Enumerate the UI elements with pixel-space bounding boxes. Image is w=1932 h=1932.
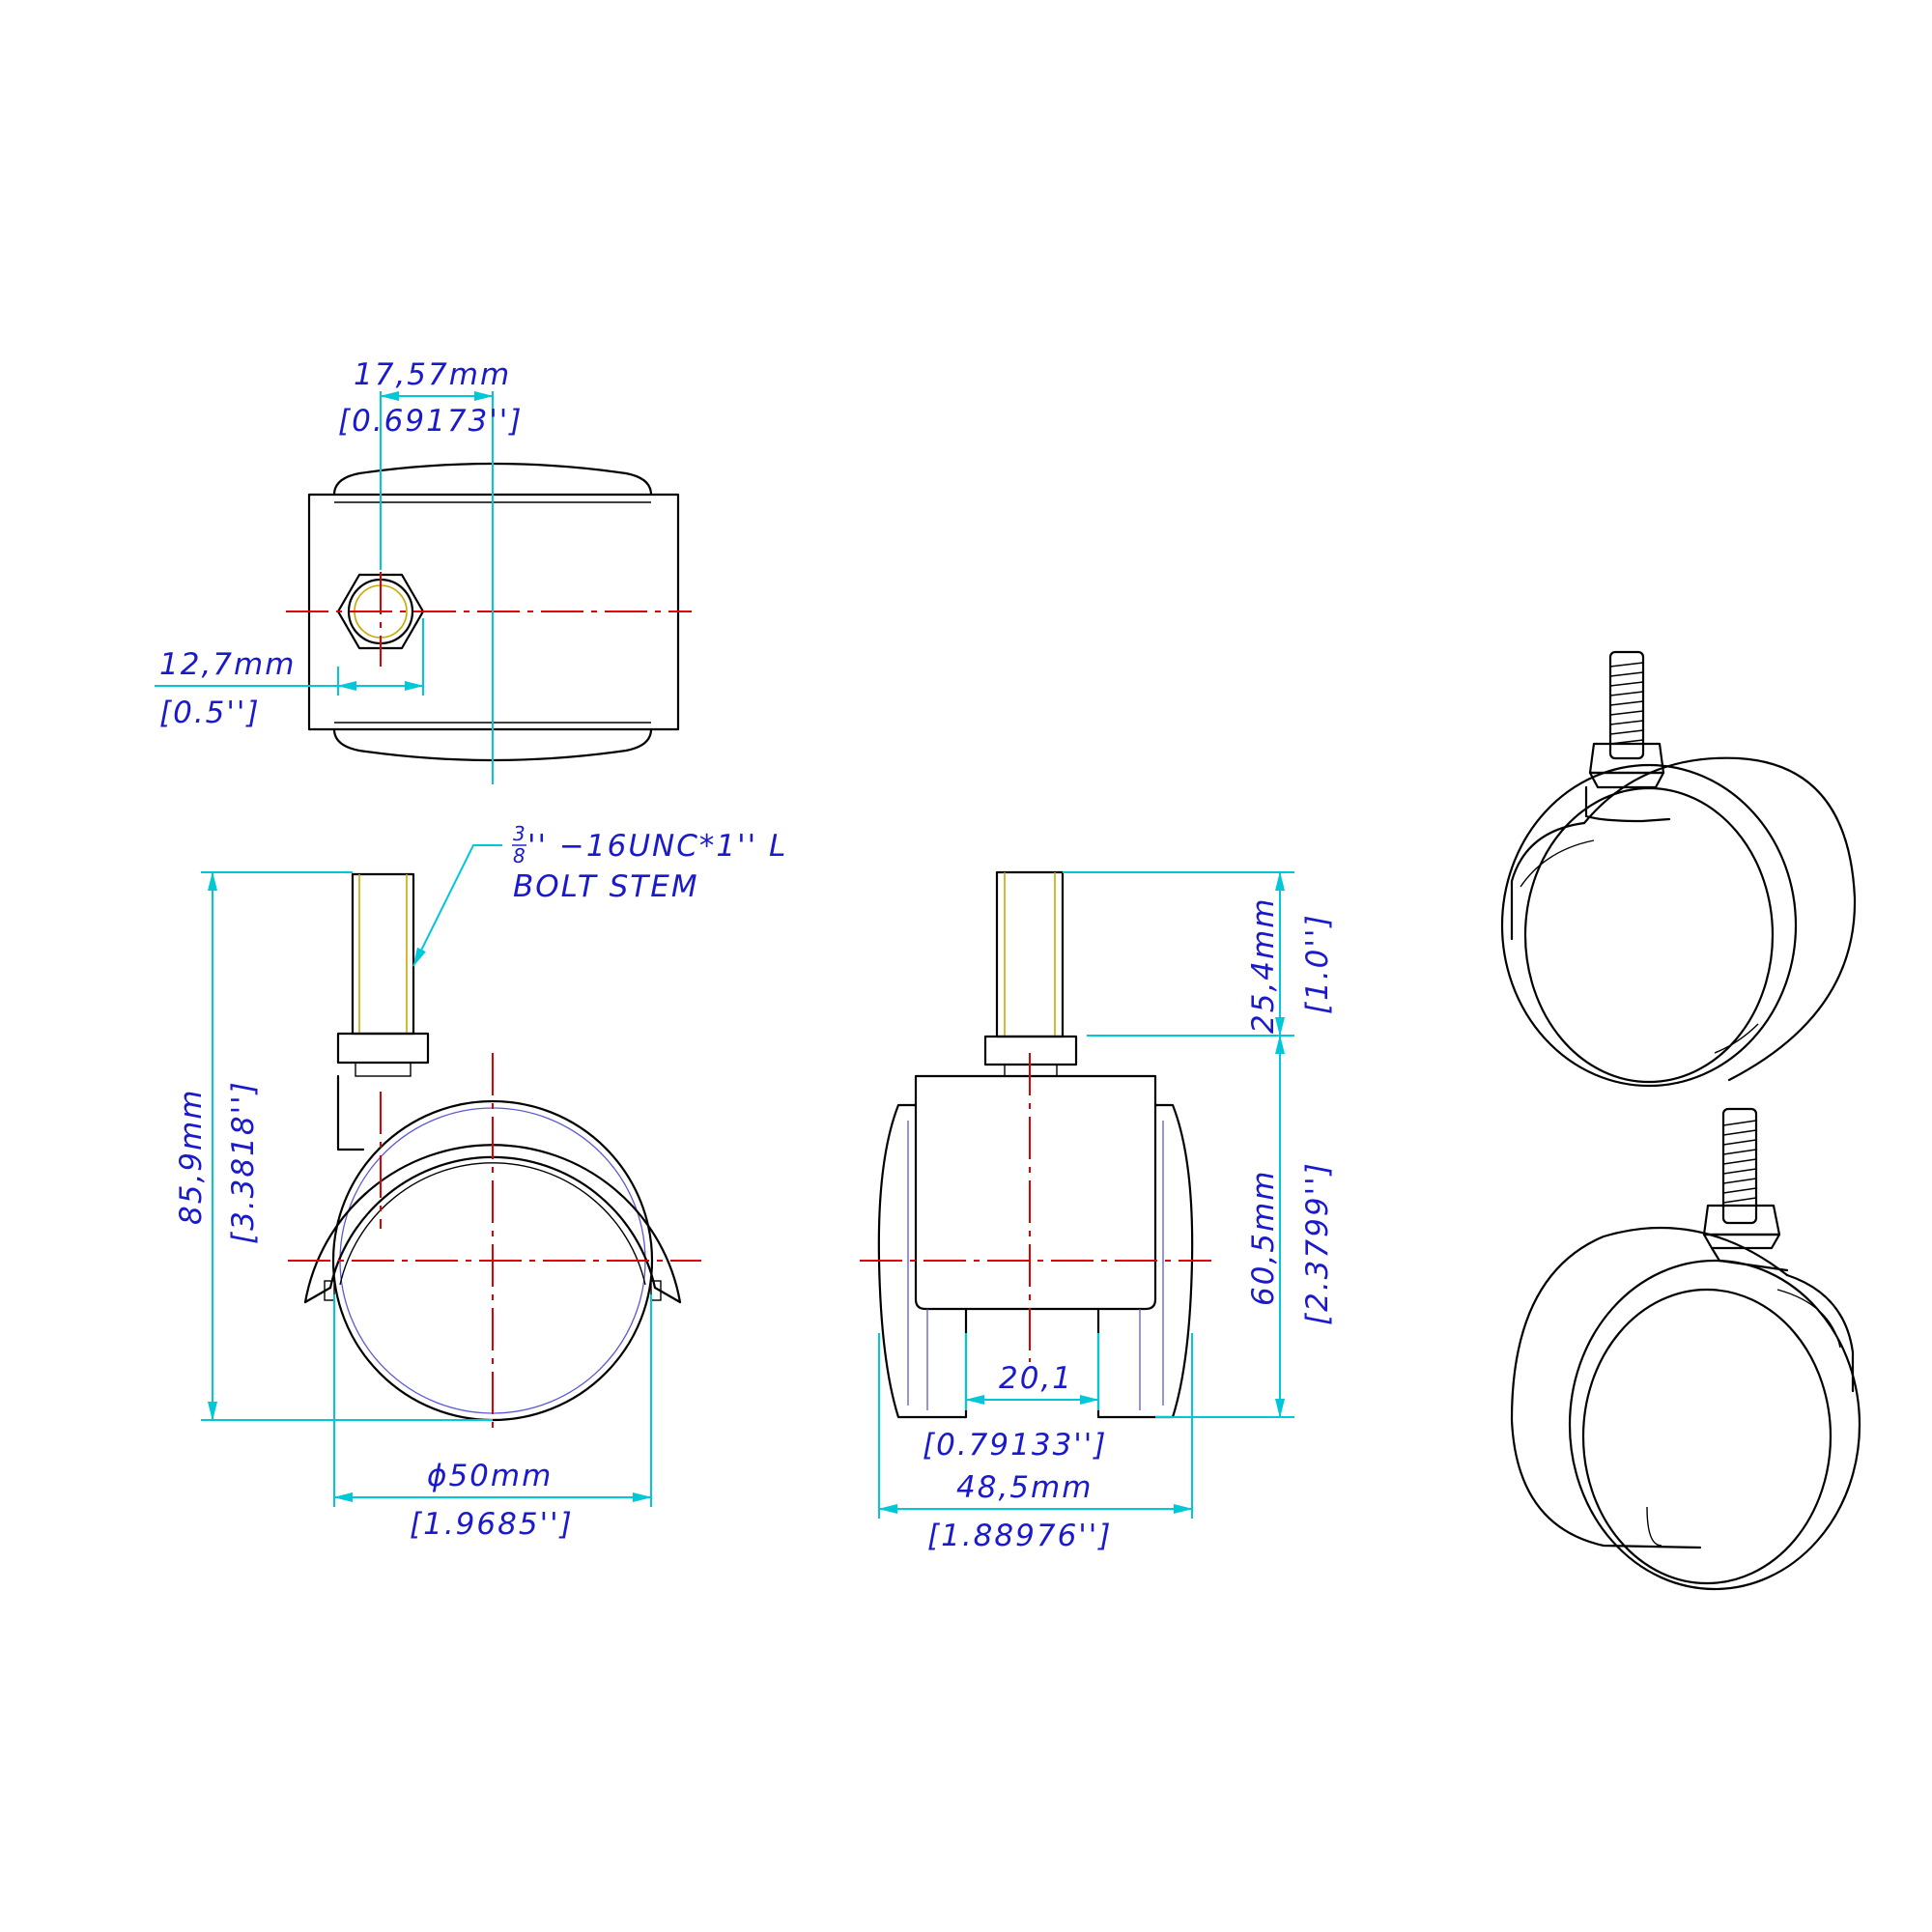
dim-gap-label: 20,1 <box>999 1361 1073 1396</box>
dim-width-mm-label: 48,5mm <box>956 1470 1093 1505</box>
dim-diameter-mm-label: ϕ50mm <box>427 1459 553 1493</box>
dim-height-in-label: [3.3818''] <box>226 1080 261 1244</box>
front-hex-nut <box>336 1032 430 1065</box>
isometric-view-bottom <box>1510 1107 1861 1591</box>
iso-bottom-housing <box>1510 1227 1789 1549</box>
isometric-view-top <box>1500 650 1857 1088</box>
side-bolt-stem <box>995 870 1065 1038</box>
dim-stem-in-label: [1.0''] <box>1300 913 1335 1014</box>
dim-height-mm-label: 85,9mm <box>174 1089 209 1225</box>
dim-stem-mm-label: 25,4mm <box>1246 897 1281 1034</box>
dim-offset-mm-label: 17,57mm <box>354 357 511 392</box>
bolt-note-line-1: '' −16UNC*1'' L <box>527 829 787 864</box>
side-body <box>914 1074 1157 1311</box>
dim-hex-in-label: [0.5''] <box>159 696 261 730</box>
bolt-note-fraction-den: 8 <box>513 844 526 867</box>
dim-diameter-in-label: [1.9685''] <box>410 1507 574 1542</box>
front-bolt-stem <box>351 872 415 1036</box>
front-fork-arm <box>336 1074 365 1151</box>
iso-top-housing <box>1582 756 1857 1082</box>
top-view: 17,57mm [0.69173''] 12,7mm [0.5''] <box>155 357 692 784</box>
bolt-note-fraction-num: 3 <box>513 822 526 845</box>
dim-gap-in-label: [0.79133''] <box>923 1428 1107 1463</box>
bolt-note-line-2: BOLT STEM <box>513 869 699 904</box>
dim-offset-in-label: [0.69173''] <box>338 404 523 439</box>
dim-width-in-label: [1.88976''] <box>927 1519 1112 1553</box>
front-view: 3 8 '' −16UNC*1'' L BOLT STEM 85,9mm [3.… <box>174 822 787 1542</box>
dim-body-mm-label: 60,5mm <box>1246 1170 1281 1306</box>
side-view: 25,4mm [1.0''] 60,5mm [2.3799''] 20,1 [0… <box>860 870 1335 1553</box>
dim-body-in-label: [2.3799''] <box>1300 1161 1335 1325</box>
dim-hex-mm-label: 12,7mm <box>159 647 296 682</box>
